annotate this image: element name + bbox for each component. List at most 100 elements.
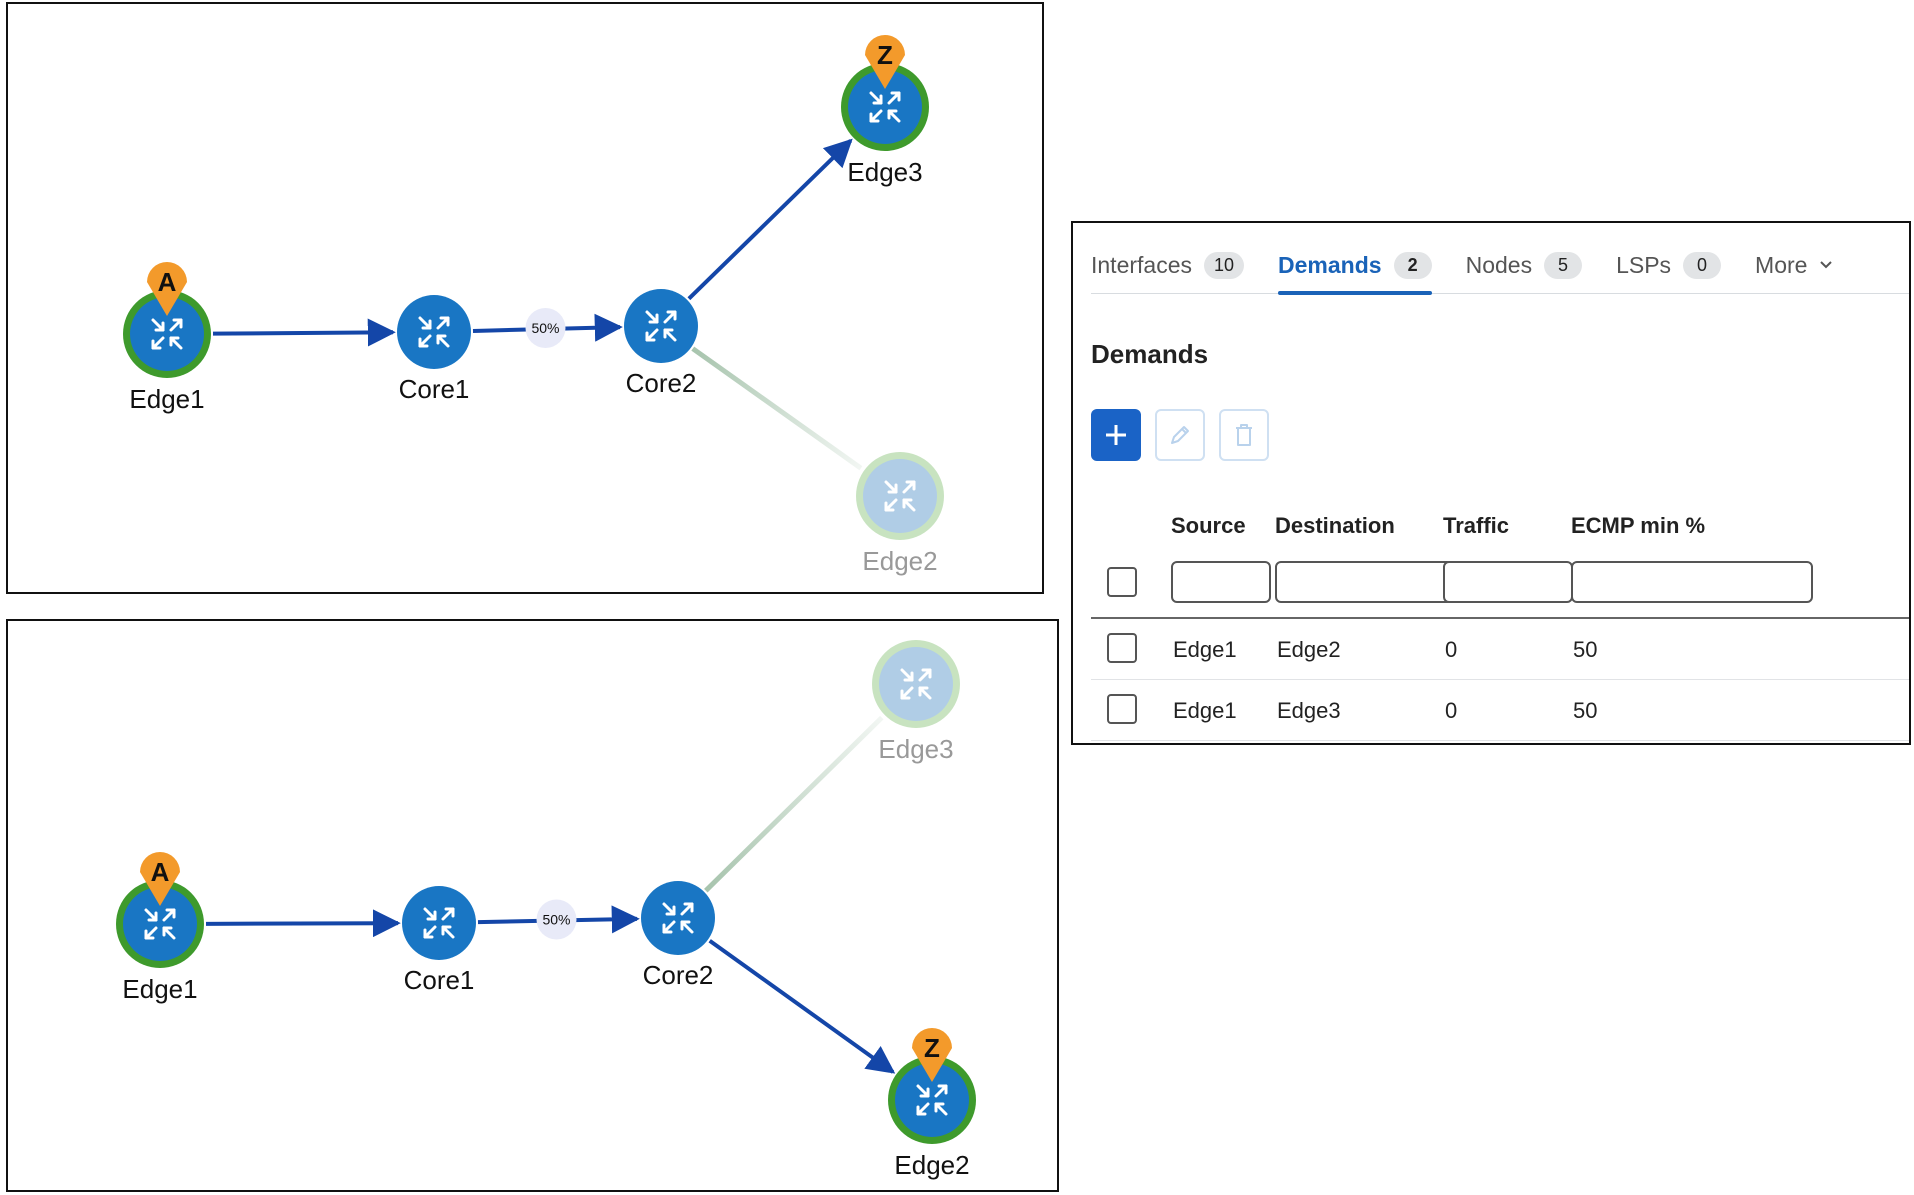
router-icon	[423, 907, 455, 939]
utilization-label: 50%	[531, 320, 559, 336]
pencil-icon	[1171, 426, 1189, 444]
map-pin-icon: Z	[912, 1028, 952, 1082]
chevron-down-icon	[1820, 261, 1833, 269]
row-checkbox[interactable]	[1107, 633, 1137, 663]
node-edge1[interactable]: Edge1 A	[116, 852, 204, 1004]
section-title: Demands	[1091, 339, 1209, 369]
node-label: Core1	[399, 374, 470, 404]
node-label: Edge2	[894, 1150, 969, 1180]
pin-label: A	[151, 857, 170, 887]
router-icon	[144, 908, 176, 940]
topology-panel-top: 50% Edge1 A Core1 Core2 Edge3 Z Edge2	[6, 2, 1044, 594]
tab-label: More	[1755, 251, 1808, 278]
node-label: Edge3	[847, 157, 922, 187]
cell-source: Edge1	[1173, 698, 1237, 723]
router-icon	[869, 91, 901, 123]
tab-label: Nodes	[1465, 251, 1533, 278]
map-pin-icon: Z	[865, 35, 905, 89]
row-checkbox[interactable]	[1107, 694, 1137, 724]
select-all-checkbox[interactable]	[1107, 567, 1137, 597]
tab-count-badge: 5	[1544, 251, 1583, 279]
utilization-badge: 50%	[536, 899, 577, 940]
node-core1[interactable]: Core1	[397, 295, 471, 404]
table-row[interactable]: Edge1 Edge3 0 50	[1091, 680, 1909, 741]
node-edge2[interactable]: Edge2 Z	[888, 1028, 976, 1180]
table-header: Source Destination Traffic ECMP min %	[1091, 513, 1909, 619]
faded-link[interactable]	[691, 346, 863, 471]
tab-count-badge: 2	[1393, 251, 1432, 279]
map-pin-icon: A	[140, 852, 180, 906]
cell-source: Edge1	[1173, 637, 1237, 662]
cell-ecmp-min: 50	[1573, 637, 1598, 662]
path-link[interactable]	[708, 939, 896, 1074]
tab-label: Interfaces	[1091, 251, 1192, 278]
demands-table: Source Destination Traffic ECMP min % Ed…	[1091, 513, 1909, 741]
node-core1[interactable]: Core1	[402, 886, 476, 995]
tab-label: Demands	[1278, 251, 1382, 278]
router-icon	[900, 668, 932, 700]
router-icon	[662, 902, 694, 934]
ecmp-min-filter-input[interactable]	[1571, 561, 1813, 603]
tab-nodes[interactable]: Nodes 5	[1465, 237, 1583, 293]
node-label: Edge2	[862, 546, 937, 576]
column-header-ecmp-min: ECMP min %	[1571, 513, 1706, 538]
cell-destination: Edge3	[1277, 698, 1341, 723]
column-header-traffic: Traffic	[1443, 513, 1510, 538]
node-label: Edge1	[122, 974, 197, 1004]
path-link[interactable]	[212, 318, 396, 347]
pin-label: A	[158, 267, 177, 297]
node-edge3[interactable]: Edge3	[872, 640, 960, 764]
node-edge2[interactable]: Edge2	[856, 452, 944, 576]
router-icon	[645, 310, 677, 342]
demand-toolbar	[1091, 409, 1283, 461]
tab-lsps[interactable]: LSPs 0	[1616, 237, 1722, 293]
tab-count-badge: 10	[1204, 251, 1245, 279]
node-label: Edge3	[878, 734, 953, 764]
router-icon	[884, 480, 916, 512]
tab-interfaces[interactable]: Interfaces 10	[1091, 237, 1245, 293]
faded-link[interactable]	[704, 715, 884, 893]
node-label: Core1	[404, 965, 475, 995]
source-filter-input[interactable]	[1171, 561, 1271, 603]
pin-label: Z	[877, 40, 893, 70]
node-core2[interactable]: Core2	[624, 289, 698, 398]
tab-count-badge: 0	[1683, 251, 1722, 279]
cell-ecmp-min: 50	[1573, 698, 1598, 723]
node-edge3[interactable]: Edge3 Z	[841, 35, 929, 187]
node-label: Core2	[626, 368, 697, 398]
demands-panel: Interfaces 10 Demands 2 Nodes 5 LSPs 0 M…	[1071, 221, 1911, 745]
router-icon	[418, 316, 450, 348]
tab-more[interactable]: More	[1755, 237, 1833, 293]
column-header-destination: Destination	[1275, 513, 1395, 538]
node-edge1[interactable]: Edge1 A	[123, 261, 211, 414]
column-header-source: Source	[1171, 513, 1246, 538]
pin-label: Z	[924, 1033, 940, 1063]
tab-label: LSPs	[1616, 251, 1672, 278]
edit-demand-button[interactable]	[1155, 409, 1205, 461]
map-pin-icon: A	[147, 261, 187, 316]
table-row[interactable]: Edge1 Edge2 0 50	[1091, 619, 1909, 680]
path-link[interactable]	[687, 138, 853, 301]
delete-demand-button[interactable]	[1219, 409, 1269, 461]
cell-traffic: 0	[1445, 698, 1458, 723]
topology-canvas-top[interactable]: 50% Edge1 A Core1 Core2 Edge3 Z Edge2	[8, 4, 1046, 596]
node-label: Edge1	[129, 384, 204, 414]
router-icon	[151, 318, 183, 350]
utilization-label: 50%	[542, 912, 570, 928]
router-icon	[916, 1084, 948, 1116]
tab-bar: Interfaces 10 Demands 2 Nodes 5 LSPs 0 M…	[1091, 237, 1909, 295]
plus-icon	[1106, 425, 1126, 445]
destination-filter-input[interactable]	[1275, 561, 1453, 603]
node-label: Core2	[643, 960, 714, 990]
utilization-badge: 50%	[525, 308, 566, 348]
cell-traffic: 0	[1445, 637, 1458, 662]
traffic-filter-input[interactable]	[1443, 561, 1573, 603]
node-core2[interactable]: Core2	[641, 881, 715, 990]
add-demand-button[interactable]	[1091, 409, 1141, 461]
cell-destination: Edge2	[1277, 637, 1341, 662]
path-link[interactable]	[205, 909, 401, 938]
tab-demands[interactable]: Demands 2	[1278, 237, 1432, 295]
trash-icon	[1236, 424, 1252, 446]
